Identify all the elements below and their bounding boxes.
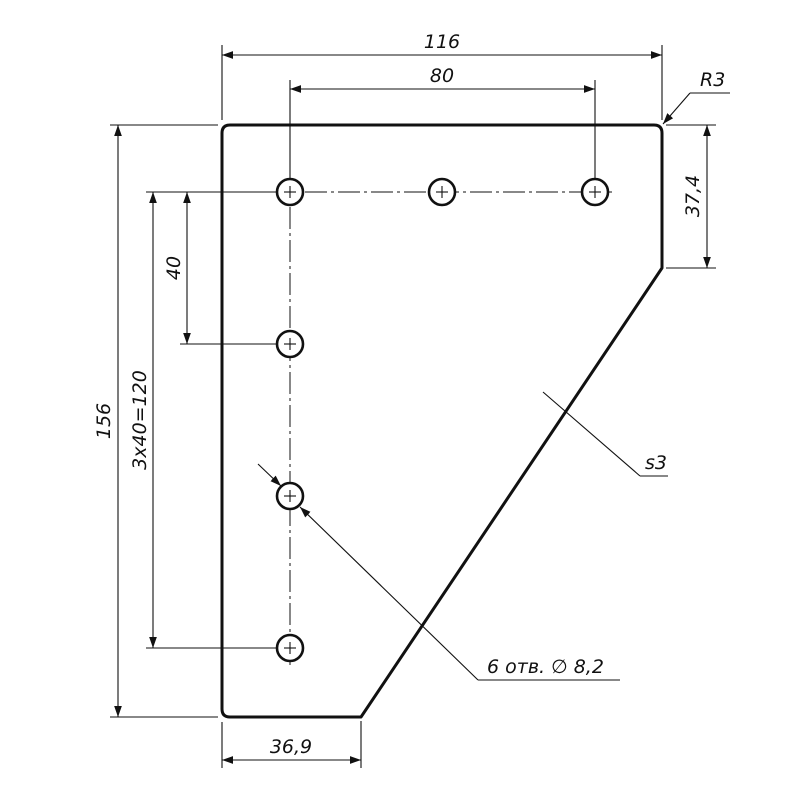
hole: [427, 177, 457, 207]
dimension-hole-pattern-total: 3x40=120: [129, 191, 276, 649]
thickness-label: s3: [645, 452, 667, 474]
dimension-hole-pitch: 40: [163, 192, 276, 345]
hole: [275, 177, 305, 207]
dimension-right-edge: 37,4: [666, 124, 716, 269]
dimension-overall-height: 156: [93, 124, 218, 718]
hole: [275, 481, 305, 511]
dimension-overall-width: 116: [221, 31, 663, 120]
holes-callout: 6 отв. ∅ 8,2: [257, 463, 620, 681]
thickness-callout: s3: [542, 391, 668, 477]
plate-outline: [220, 123, 664, 719]
dimension-label-overall-height: 156: [93, 403, 115, 439]
holes-note: 6 отв. ∅ 8,2: [487, 656, 604, 678]
dimension-label-right-edge: 37,4: [682, 175, 704, 217]
dimension-label-hole-spacing: 80: [430, 65, 454, 87]
hole: [580, 177, 610, 207]
hole: [275, 633, 305, 663]
dimension-bottom-edge: 36,9: [221, 721, 362, 768]
hole: [275, 329, 305, 359]
dimension-hole-spacing: 80: [289, 65, 596, 178]
holes: [275, 177, 610, 663]
dimension-label-bottom-edge: 36,9: [270, 736, 312, 758]
dimension-label-hole-pattern-total: 3x40=120: [129, 370, 151, 470]
radius-label: R3: [700, 69, 725, 91]
radius-callout: R3: [662, 69, 730, 125]
dimension-label-overall-width: 116: [424, 31, 460, 53]
dimension-label-hole-pitch: 40: [163, 256, 185, 280]
